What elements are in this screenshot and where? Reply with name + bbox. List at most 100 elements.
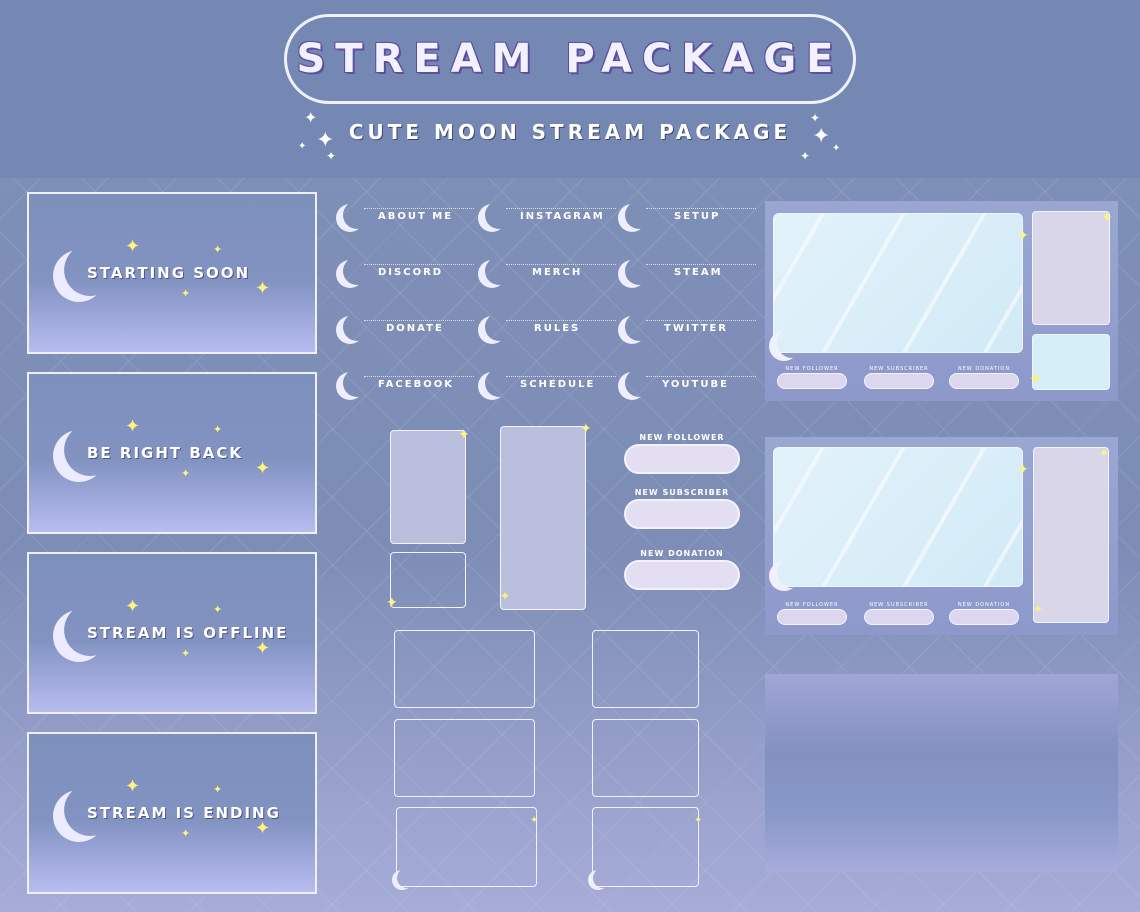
scene-label: STARTING SOON xyxy=(87,264,251,282)
panel-divider xyxy=(506,208,616,209)
sparkle-icon: ✦ xyxy=(1101,210,1113,226)
panel-rules: RULES xyxy=(476,314,616,344)
sparkle-icon: ✦ xyxy=(1017,228,1029,244)
sparkle-icon: ✦ xyxy=(800,149,811,163)
scene-label: STREAM IS OFFLINE xyxy=(87,624,289,642)
panel-about-me: ABOUT ME xyxy=(334,202,474,232)
panel-label: DISCORD xyxy=(378,267,444,278)
sparkle-icon: ✦ xyxy=(125,236,141,257)
frame-narrow-2 xyxy=(592,719,699,797)
sparkle-icon: ✦ xyxy=(255,818,271,839)
camera-box xyxy=(1032,211,1110,325)
chat-box xyxy=(1032,334,1110,390)
panel-label: FACEBOOK xyxy=(378,379,454,390)
panel-divider xyxy=(364,208,474,209)
panel-youtube: YOUTUBE xyxy=(616,370,756,400)
moon-icon xyxy=(478,316,506,344)
panel-label: YOUTUBE xyxy=(662,379,729,390)
sparkle-icon: ✦ xyxy=(316,128,335,153)
sparkle-icon: ✦ xyxy=(255,638,271,659)
header-banner: STREAM PACKAGE CUTE MOON STREAM PACKAGE … xyxy=(0,0,1140,178)
panel-divider xyxy=(506,320,616,321)
overlay-follower-pill xyxy=(777,373,847,389)
overlay-donation-label: NEW DONATION xyxy=(957,366,1011,372)
moon-icon xyxy=(336,372,364,400)
panel-divider xyxy=(364,264,474,265)
sparkle-icon: ✦ xyxy=(255,278,271,299)
overlay-layout-1: ✦ ✦ ✦ NEW FOLLOWER NEW SUBSCRIBER NEW DO… xyxy=(765,201,1118,401)
panel-divider xyxy=(364,320,474,321)
moon-icon xyxy=(336,316,364,344)
sparkle-icon: ✦ xyxy=(812,124,831,149)
sparkle-icon: ✦ xyxy=(458,427,470,443)
webcam-frame-small xyxy=(390,552,466,608)
panel-facebook: FACEBOOK xyxy=(334,370,474,400)
overlay-follower-pill xyxy=(777,609,847,625)
webcam-frame-vertical xyxy=(500,426,586,610)
overlay-subscriber-label: NEW SUBSCRIBER xyxy=(869,366,929,372)
scene-stream-ending: STREAM IS ENDING ✦ ✦ ✦ ✦ xyxy=(27,732,317,894)
moon-icon xyxy=(618,204,646,232)
moon-icon xyxy=(336,204,364,232)
sparkle-icon: ✦ xyxy=(530,815,539,826)
moon-icon xyxy=(618,260,646,288)
sparkle-icon: ✦ xyxy=(304,108,318,127)
panel-donate: DONATE xyxy=(334,314,474,344)
panel-merch: MERCH xyxy=(476,258,616,288)
blank-background-preview xyxy=(765,674,1118,872)
panel-instagram: INSTAGRAM xyxy=(476,202,616,232)
moon-icon xyxy=(478,204,506,232)
panel-label: MERCH xyxy=(532,267,583,278)
moon-icon xyxy=(588,870,608,890)
scene-be-right-back: BE RIGHT BACK ✦ ✦ ✦ ✦ xyxy=(27,372,317,534)
moon-icon xyxy=(618,372,646,400)
panel-label: ABOUT ME xyxy=(378,211,454,222)
sparkle-icon: ✦ xyxy=(1099,446,1110,460)
overlay-subscriber-pill xyxy=(864,609,934,625)
alert-subscriber-box xyxy=(624,499,740,529)
sparkle-icon: ✦ xyxy=(580,421,592,437)
frame-narrow-3 xyxy=(592,807,699,887)
panel-label: DONATE xyxy=(386,323,444,334)
sparkle-icon: ✦ xyxy=(213,603,223,616)
sparkle-icon: ✦ xyxy=(181,647,191,660)
panel-divider xyxy=(506,376,616,377)
alert-follower-label: NEW FOLLOWER xyxy=(639,433,725,442)
panel-label: RULES xyxy=(534,323,581,334)
alert-donation-label: NEW DONATION xyxy=(640,549,724,558)
alert-follower-box xyxy=(624,444,740,474)
sparkle-icon: ✦ xyxy=(1029,369,1043,388)
page-subtitle: CUTE MOON STREAM PACKAGE xyxy=(348,120,792,144)
panel-divider xyxy=(506,264,616,265)
sparkle-icon: ✦ xyxy=(500,589,511,603)
overlay-donation-pill xyxy=(949,609,1019,625)
scene-label: STREAM IS ENDING xyxy=(87,804,281,822)
sparkle-icon: ✦ xyxy=(213,243,223,256)
panel-steam: STEAM xyxy=(616,258,756,288)
panel-divider xyxy=(646,208,756,209)
sparkle-icon: ✦ xyxy=(298,141,307,152)
panel-discord: DISCORD xyxy=(334,258,474,288)
overlay-donation-pill xyxy=(949,373,1019,389)
alert-subscriber-label: NEW SUBSCRIBER xyxy=(634,488,730,497)
panel-schedule: SCHEDULE xyxy=(476,370,616,400)
sparkle-icon: ✦ xyxy=(1017,462,1029,478)
webcam-frame-tall xyxy=(390,430,466,544)
panel-setup: SETUP xyxy=(616,202,756,232)
sparkle-icon: ✦ xyxy=(694,815,703,826)
sparkle-icon: ✦ xyxy=(213,783,223,796)
sparkle-icon: ✦ xyxy=(1033,602,1044,616)
sparkle-icon: ✦ xyxy=(125,776,141,797)
panel-label: SETUP xyxy=(674,211,721,222)
alert-donation-box xyxy=(624,560,740,590)
overlay-follower-label: NEW FOLLOWER xyxy=(785,602,839,608)
scene-label: BE RIGHT BACK xyxy=(87,444,244,462)
sparkle-icon: ✦ xyxy=(125,596,141,617)
moon-icon xyxy=(618,316,646,344)
overlay-subscriber-label: NEW SUBSCRIBER xyxy=(869,602,929,608)
sparkle-icon: ✦ xyxy=(326,149,337,163)
scene-starting-soon: STARTING SOON ✦ ✦ ✦ ✦ xyxy=(27,192,317,354)
title-pill: STREAM PACKAGE xyxy=(284,14,856,104)
scene-stream-offline: STREAM IS OFFLINE ✦ ✦ ✦ ✦ xyxy=(27,552,317,714)
sparkle-icon: ✦ xyxy=(810,111,821,125)
